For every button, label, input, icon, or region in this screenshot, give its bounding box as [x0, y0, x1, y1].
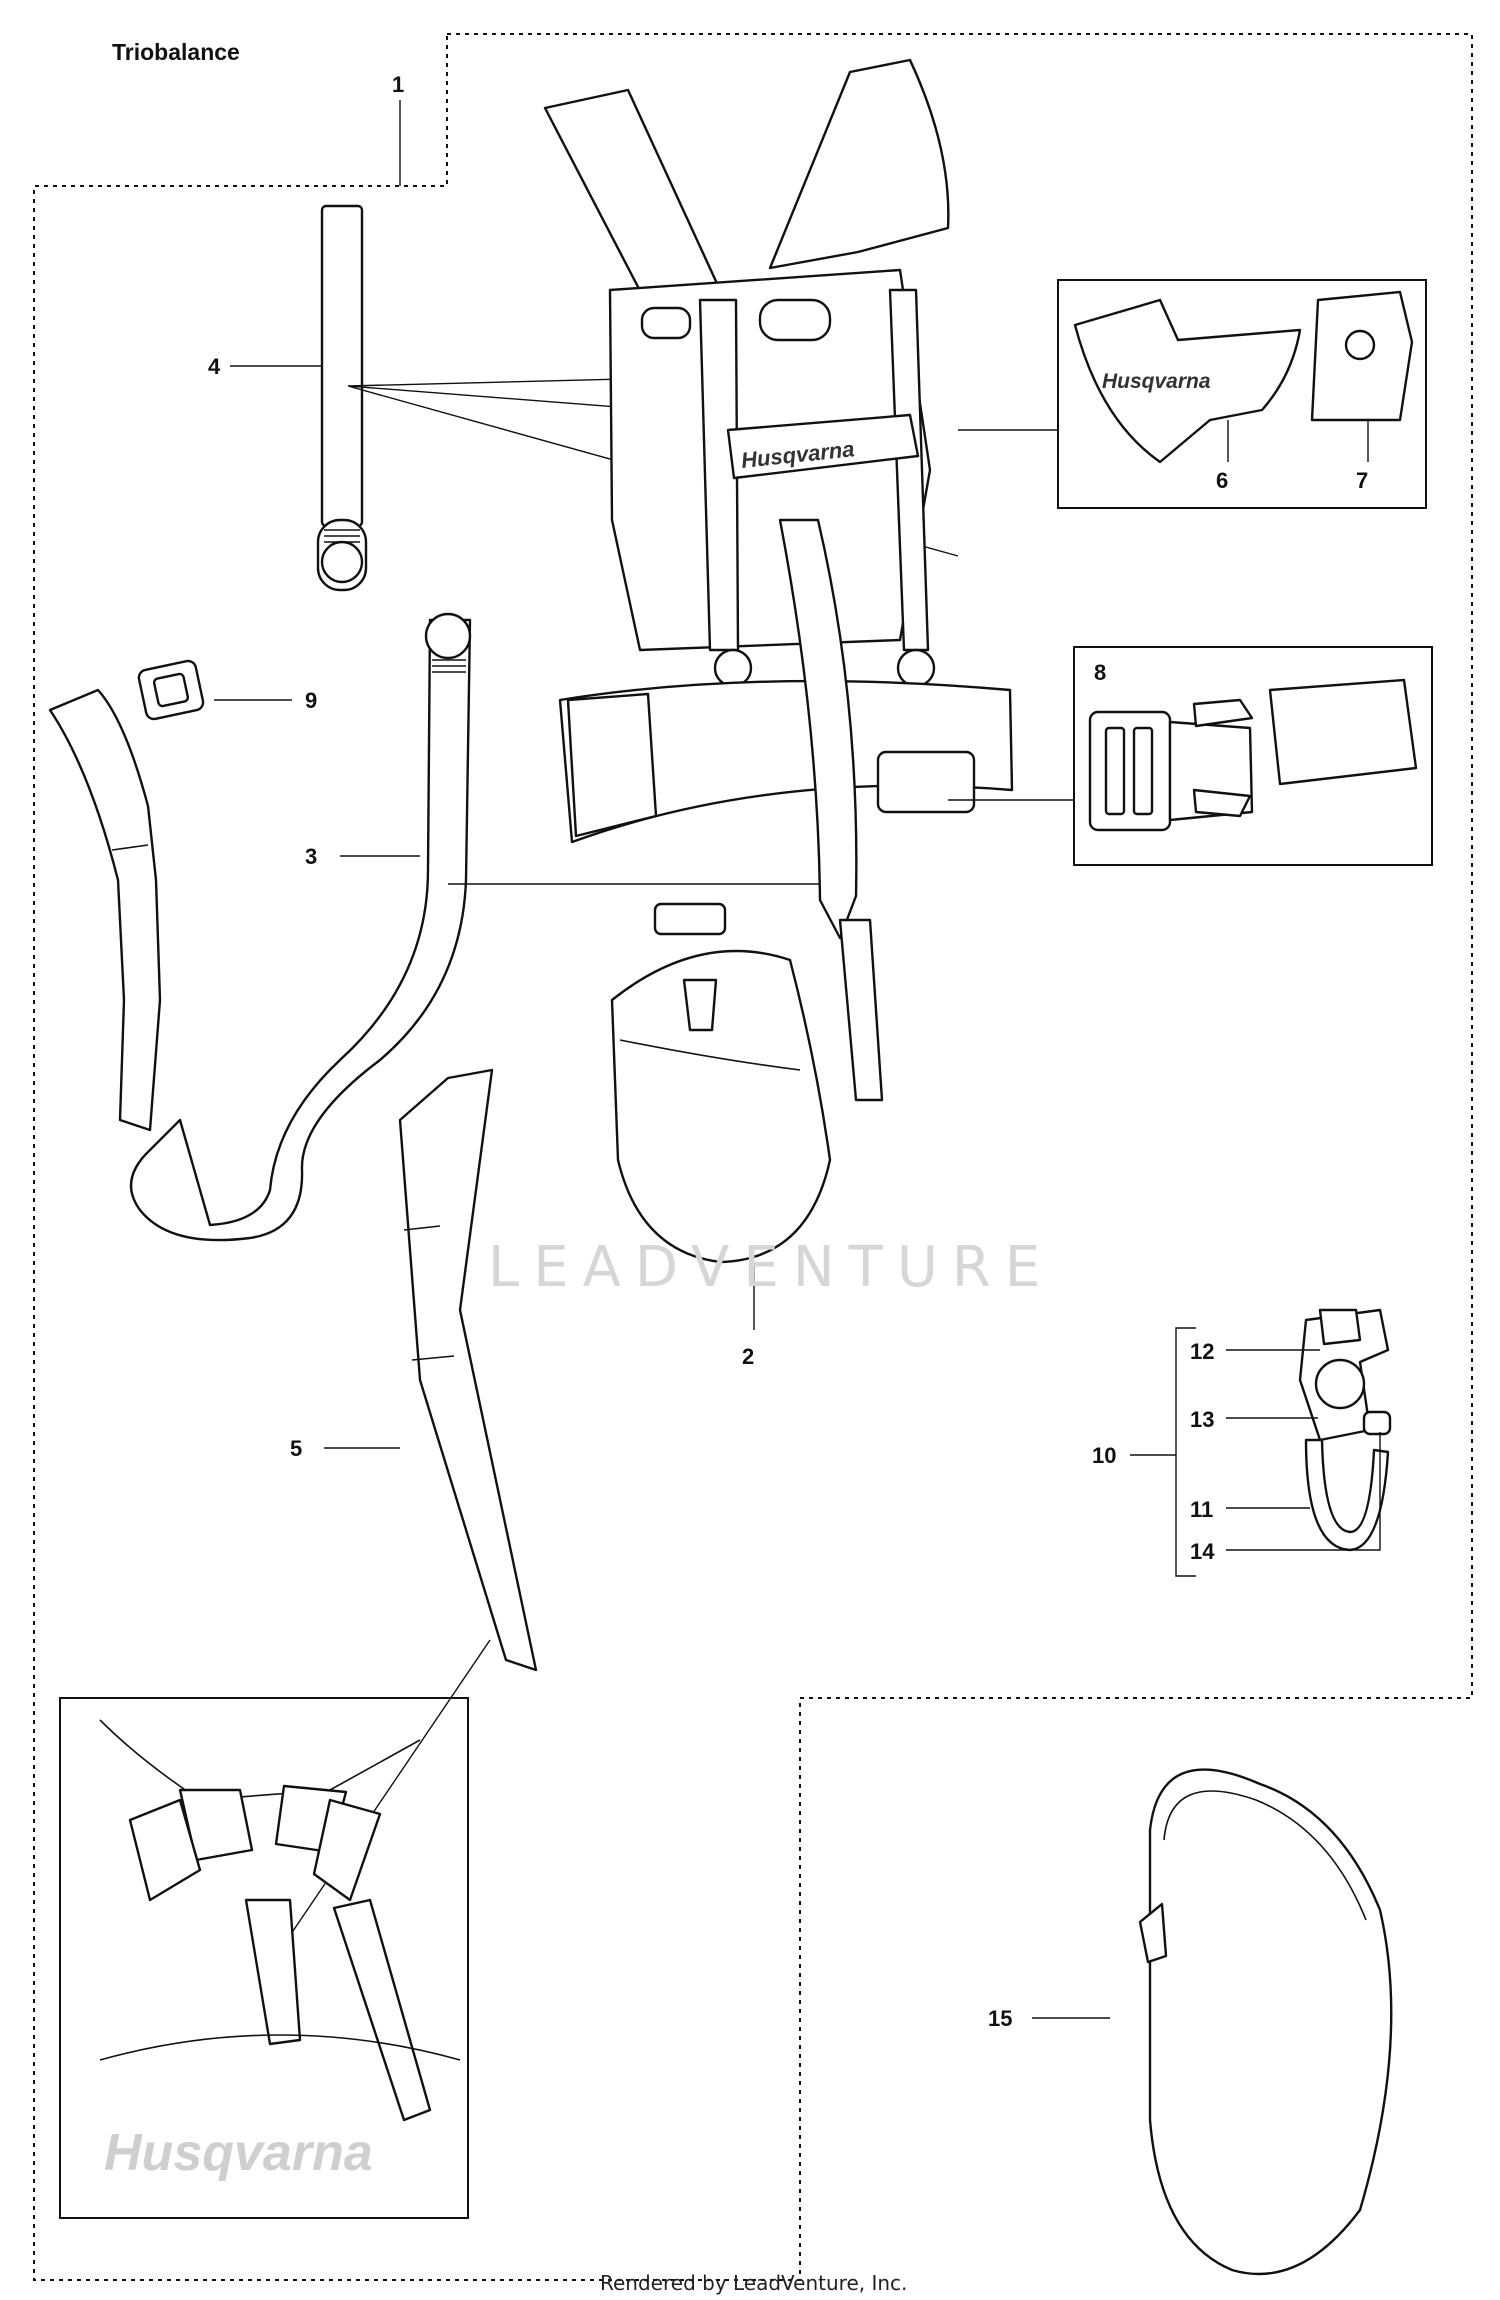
callout-1: 1 — [392, 72, 404, 97]
leader-14 — [1226, 1432, 1381, 1551]
leader-10-bracket — [1175, 1327, 1196, 1577]
leader-5-detail — [271, 1639, 491, 1963]
callout-9: 9 — [305, 688, 317, 713]
brand-logo-detail: Husqvarna — [104, 2124, 373, 2182]
part-5-strap — [398, 1068, 538, 1672]
callout-2: 2 — [742, 1344, 754, 1369]
part-4-strap — [316, 204, 368, 592]
callout-14: 14 — [1190, 1539, 1215, 1564]
install-detail-illustration: Husqvarna — [99, 1719, 461, 2182]
detail-box-6-7 — [1057, 279, 1427, 509]
callout-8: 8 — [1094, 660, 1106, 685]
callout-5: 5 — [290, 1436, 302, 1461]
diagram-title: Triobalance — [112, 39, 240, 65]
part-3-shoulder-pad — [48, 688, 162, 1132]
detail-box-install — [59, 1697, 469, 2219]
callout-11: 11 — [1190, 1497, 1213, 1522]
callout-13: 13 — [1190, 1407, 1214, 1432]
part-3-strap — [129, 612, 472, 1242]
footer-credit: Rendered by LeadVenture, Inc. — [600, 2271, 907, 2295]
detail-box-8 — [1073, 646, 1433, 866]
part-9-buckle — [137, 659, 205, 721]
part-7-bracket — [1310, 290, 1414, 422]
part-6-cover: Husqvarna — [1073, 298, 1302, 464]
part-8-buckle — [1088, 678, 1418, 832]
callout-4: 4 — [208, 354, 221, 379]
callout-7: 7 — [1356, 468, 1368, 493]
part-2-harness: Husqvarna — [543, 58, 1014, 1264]
callout-3: 3 — [305, 844, 317, 869]
callout-10: 10 — [1092, 1443, 1116, 1468]
callout-6: 6 — [1216, 468, 1228, 493]
callout-15: 15 — [988, 2006, 1012, 2031]
brand-logo-part-6: Husqvarna — [1102, 370, 1211, 393]
part-10-hook-assembly — [1298, 1308, 1392, 1552]
part-15-bag — [1138, 1768, 1393, 2276]
callout-12: 12 — [1190, 1339, 1214, 1364]
kit-boundary-1 — [33, 33, 1473, 2281]
watermark: LEADVENTURE — [488, 1235, 1054, 1300]
